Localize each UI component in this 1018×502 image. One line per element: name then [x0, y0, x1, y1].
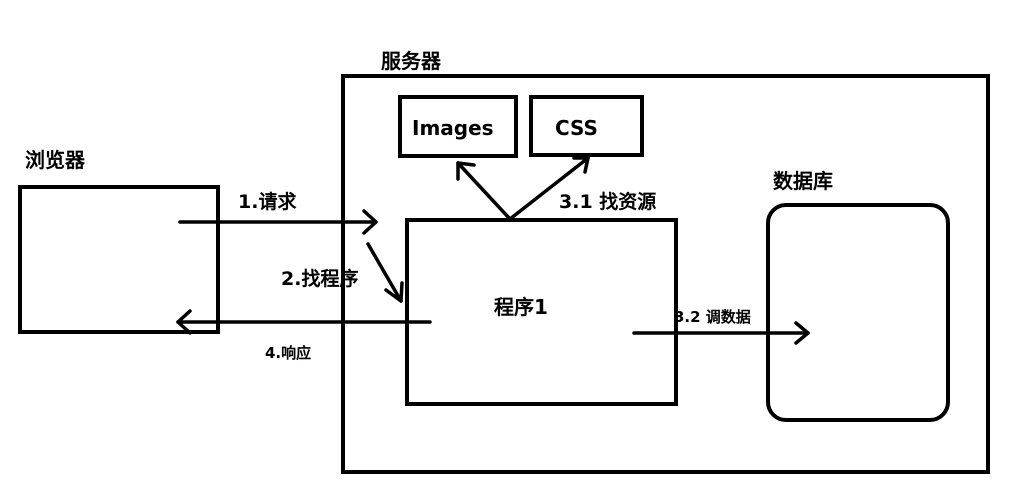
- program-label: 程序1: [494, 295, 548, 319]
- browser-box: [18, 185, 220, 334]
- call-data-label: 3.2 调数据: [674, 308, 751, 326]
- find-resources-arrowhead-images: [456, 161, 476, 181]
- edge-find-program: 2.找程序: [281, 242, 404, 303]
- edge-request: 1.请求: [178, 190, 378, 235]
- find-program-arrowhead: [384, 281, 404, 303]
- css-label: CSS: [555, 116, 598, 140]
- find-resources-arrowhead-css: [572, 156, 590, 174]
- find-program-line: [366, 242, 403, 303]
- browser-node: 浏览器: [18, 148, 220, 334]
- css-box: [529, 95, 644, 157]
- response-label: 4.响应: [265, 344, 311, 362]
- find-resources-label: 3.1 找资源: [559, 190, 656, 213]
- request-arrowhead: [362, 209, 378, 235]
- edge-response: 4.响应: [176, 309, 432, 362]
- edge-find-resources: 3.1 找资源: [456, 156, 656, 221]
- find-resources-line-images: [456, 161, 512, 221]
- images-node: Images: [398, 95, 518, 158]
- response-arrowhead: [176, 309, 192, 335]
- server-box: [341, 74, 990, 474]
- images-label: Images: [412, 116, 494, 140]
- browser-label: 浏览器: [25, 148, 86, 172]
- database-label: 数据库: [773, 169, 833, 193]
- edge-call-data: 3.2 调数据: [632, 308, 810, 345]
- find-resources-line-css: [508, 156, 590, 221]
- database-node: 数据库: [766, 169, 950, 422]
- css-node: CSS: [529, 95, 644, 157]
- program-box: [405, 218, 678, 406]
- server-label: 服务器: [381, 49, 442, 73]
- request-label: 1.请求: [238, 190, 297, 213]
- database-box: [766, 203, 950, 422]
- images-box: [398, 95, 518, 158]
- find-program-label: 2.找程序: [281, 267, 358, 290]
- server-node: 服务器: [341, 49, 990, 474]
- call-data-arrowhead: [794, 321, 810, 345]
- program-node: 程序1: [405, 218, 678, 406]
